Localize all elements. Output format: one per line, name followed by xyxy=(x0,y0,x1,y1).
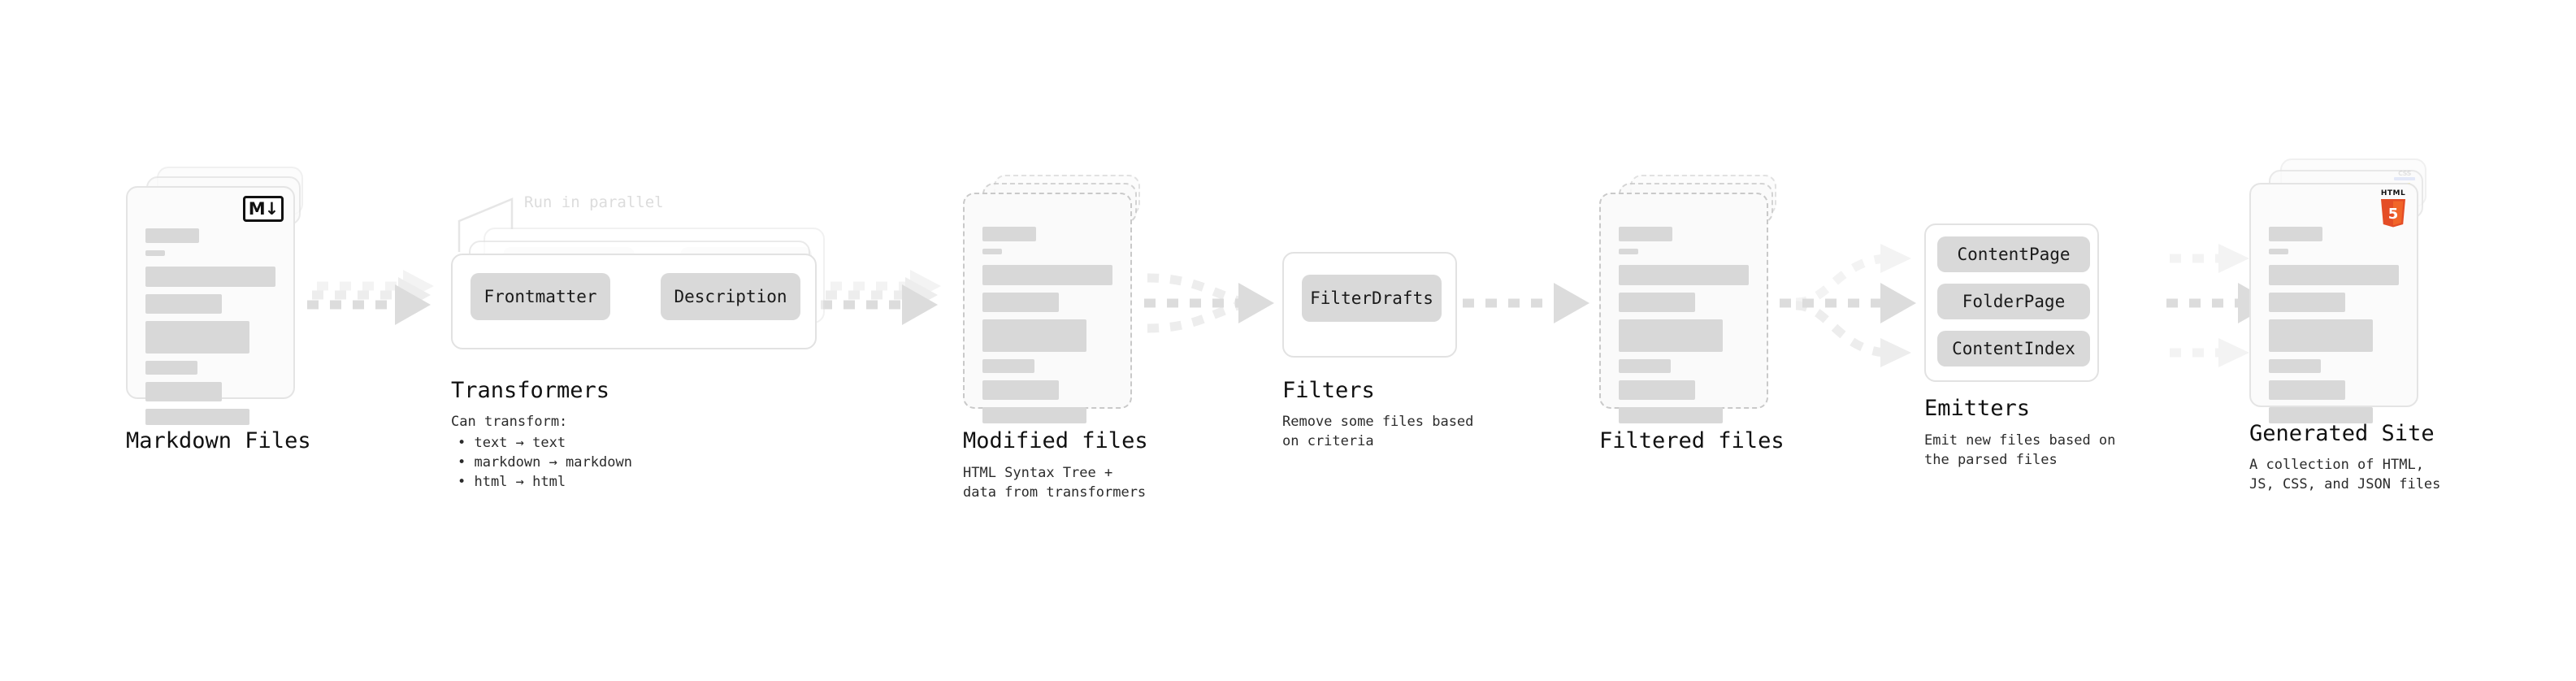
skeleton-line xyxy=(145,267,275,287)
html5-shield-icon: 5 xyxy=(2381,199,2405,228)
emitters-box: ContentPage FolderPage ContentIndex xyxy=(1924,223,2099,382)
skeleton-line xyxy=(982,249,1002,254)
skeleton-line xyxy=(982,359,1034,373)
skeleton-lines xyxy=(1619,227,1749,431)
markdown-badge-arrow: ↓ xyxy=(264,199,280,219)
generated-site-title: Generated Site xyxy=(2249,421,2435,446)
skeleton-lines xyxy=(982,227,1112,431)
skeleton-line xyxy=(1619,319,1723,352)
bullet-item: • markdown → markdown xyxy=(458,454,632,471)
transformers-box-front: Frontmatter Description xyxy=(451,254,817,349)
run-in-parallel-label: Run in parallel xyxy=(524,193,664,211)
skeleton-lines xyxy=(145,228,275,432)
skeleton-line xyxy=(1619,293,1696,312)
arrow-modified-to-filters xyxy=(1144,273,1274,333)
skeleton-line xyxy=(145,250,165,256)
skeleton-line xyxy=(145,294,223,314)
filters-title: Filters xyxy=(1282,378,1375,403)
skeleton-line xyxy=(982,293,1060,312)
skeleton-line xyxy=(1619,265,1749,285)
skeleton-line xyxy=(2269,227,2322,241)
skeleton-line xyxy=(982,227,1036,241)
transformers-bullets: • text → text • markdown → markdown • ht… xyxy=(458,433,632,492)
skeleton-line xyxy=(2269,319,2373,352)
html5-badge-word: HTML xyxy=(2380,189,2406,197)
skeleton-line xyxy=(1619,380,1696,400)
skeleton-line xyxy=(1619,249,1638,254)
skeleton-line xyxy=(145,382,223,401)
chip-filterdrafts[interactable]: FilterDrafts xyxy=(1302,275,1442,322)
markdown-files-stack: M↓ xyxy=(126,167,313,425)
modified-files-stack xyxy=(963,175,1150,427)
chip-contentindex[interactable]: ContentIndex xyxy=(1937,331,2090,367)
skeleton-line xyxy=(2269,265,2399,285)
transformers-title: Transformers xyxy=(451,378,610,403)
arrow-markdown-to-transformers xyxy=(307,270,434,325)
modified-files-title: Modified files xyxy=(963,428,1148,453)
arrow-filtered-to-emitters xyxy=(1780,244,1916,367)
skeleton-line xyxy=(2269,249,2288,254)
skeleton-line xyxy=(145,228,199,243)
filtered-files-title: Filtered files xyxy=(1599,428,1785,453)
skeleton-line xyxy=(982,265,1112,285)
arrow-filters-to-filtered xyxy=(1463,283,1589,323)
file-card-front xyxy=(1599,193,1768,423)
transformers-group: Frontmatter Description Frontmatter Desc… xyxy=(451,228,833,358)
skeleton-line xyxy=(145,361,197,375)
generated-site-caption: A collection of HTML, JS, CSS, and JSON … xyxy=(2249,457,2441,492)
skeleton-line xyxy=(145,321,249,354)
emitters-title: Emitters xyxy=(1924,396,2031,421)
skeleton-line xyxy=(145,409,249,425)
file-card-front: M↓ xyxy=(126,186,295,425)
file-card-front xyxy=(963,193,1132,423)
markdown-badge: M↓ xyxy=(243,196,284,222)
file-card-front-html: HTML 5 xyxy=(2249,183,2418,423)
skeleton-line xyxy=(982,407,1086,423)
skeleton-line xyxy=(1619,227,1672,241)
skeleton-line xyxy=(2269,359,2321,373)
markdown-badge-letter: M xyxy=(248,199,266,219)
generated-site-stack: CSS HTML 5 xyxy=(2249,158,2444,423)
bullet-item: • text → text xyxy=(458,435,566,451)
bullet-item: • html → html xyxy=(458,474,566,490)
skeleton-line xyxy=(982,319,1086,352)
skeleton-line xyxy=(982,380,1060,400)
emitters-caption: Emit new files based on the parsed files xyxy=(1924,432,2116,468)
chip-frontmatter[interactable]: Frontmatter xyxy=(471,273,610,320)
markdown-files-title: Markdown Files xyxy=(126,428,311,453)
filters-caption: Remove some files based on criteria xyxy=(1282,414,1474,449)
filters-box: FilterDrafts xyxy=(1282,252,1457,358)
transformers-caption: Can transform: xyxy=(451,414,568,430)
filtered-files-stack xyxy=(1599,175,1786,427)
chip-folderpage[interactable]: FolderPage xyxy=(1937,284,2090,319)
skeleton-line xyxy=(1619,359,1671,373)
arrow-transformers-to-modified xyxy=(821,270,941,325)
chip-description[interactable]: Description xyxy=(661,273,800,320)
skeleton-line xyxy=(1619,407,1723,423)
skeleton-lines xyxy=(2269,227,2399,431)
skeleton-line xyxy=(2269,293,2346,312)
modified-files-caption: HTML Syntax Tree + data from transformer… xyxy=(963,465,1147,501)
html5-badge: HTML 5 xyxy=(2379,189,2407,232)
skeleton-line xyxy=(2269,407,2373,423)
html5-badge-digit: 5 xyxy=(2388,206,2399,223)
chip-contentpage[interactable]: ContentPage xyxy=(1937,236,2090,272)
skeleton-line xyxy=(2269,380,2346,400)
